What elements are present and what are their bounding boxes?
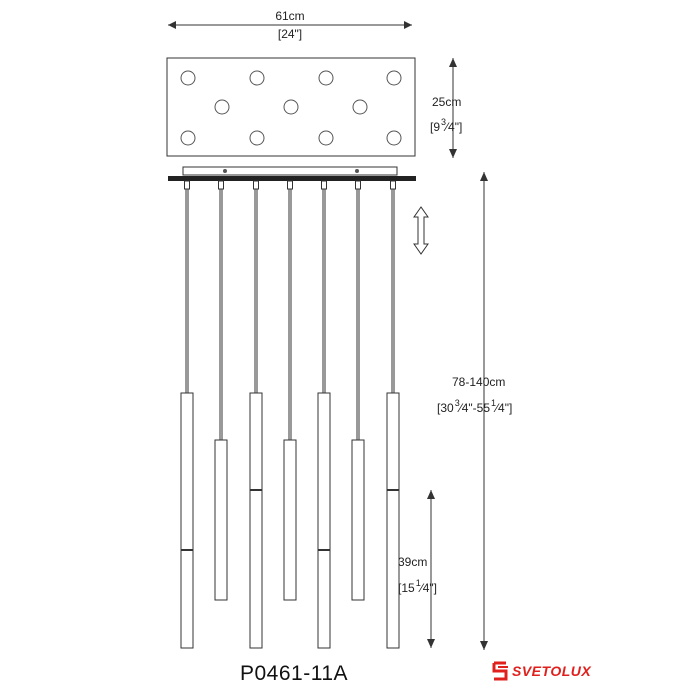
shade-length-dimension: 39cm [151⁄4"]	[398, 490, 437, 648]
pendant-tubes	[180, 180, 400, 649]
width-dimension: 61cm [24"]	[168, 9, 412, 41]
ceiling-plate	[168, 166, 416, 181]
canopy-hole	[249, 130, 265, 146]
tube-connector	[355, 180, 361, 190]
shade-inch-label: [151⁄4"]	[398, 578, 437, 595]
shade-cm-label: 39cm	[398, 555, 427, 569]
brand-name: SVETOLUX	[512, 663, 592, 679]
canopy-hole	[386, 70, 402, 86]
canopy-top-view	[166, 57, 416, 157]
pendant-tube	[180, 392, 194, 649]
brand-logo: SVETOLUX	[492, 659, 591, 683]
drop-cm-label: 78-140cm	[452, 375, 505, 389]
pendant-tube	[249, 392, 263, 649]
canopy-hole	[214, 99, 230, 115]
canopy-hole	[180, 130, 196, 146]
pendant-tube	[283, 439, 297, 601]
tube-connector	[321, 180, 327, 190]
tube-connector	[184, 180, 190, 190]
canopy-hole	[249, 70, 265, 86]
pendant-tube	[214, 439, 228, 601]
tube-connector	[253, 180, 259, 190]
tube-connector	[218, 180, 224, 190]
canopy-hole	[283, 99, 299, 115]
canopy-hole	[180, 70, 196, 86]
canopy-hole	[318, 70, 334, 86]
svetolux-logo-icon	[492, 661, 508, 681]
adjustable-height-arrow-icon	[413, 206, 429, 255]
width-cm-label: 61cm	[275, 9, 304, 23]
canopy-depth-dimension: 25cm [93⁄4"]	[430, 58, 462, 158]
canopy-hole	[318, 130, 334, 146]
drop-inch-label: [303⁄4"-551⁄4"]	[437, 398, 512, 415]
pendant-tube	[351, 439, 365, 601]
canopy-holes	[180, 70, 402, 146]
canopy-hole	[352, 99, 368, 115]
canopy-hole	[386, 130, 402, 146]
canopy-depth-inch-label: [93⁄4"]	[430, 117, 462, 134]
pendant-tube	[317, 392, 331, 649]
tube-connector	[390, 180, 396, 190]
tube-connector	[287, 180, 293, 190]
pendant-tube	[386, 392, 400, 649]
width-inch-label: [24"]	[278, 27, 302, 41]
model-number: P0461-11A	[240, 662, 349, 685]
canopy-depth-cm-label: 25cm	[432, 95, 461, 109]
drop-dimension: 78-140cm [303⁄4"-551⁄4"]	[437, 172, 512, 650]
